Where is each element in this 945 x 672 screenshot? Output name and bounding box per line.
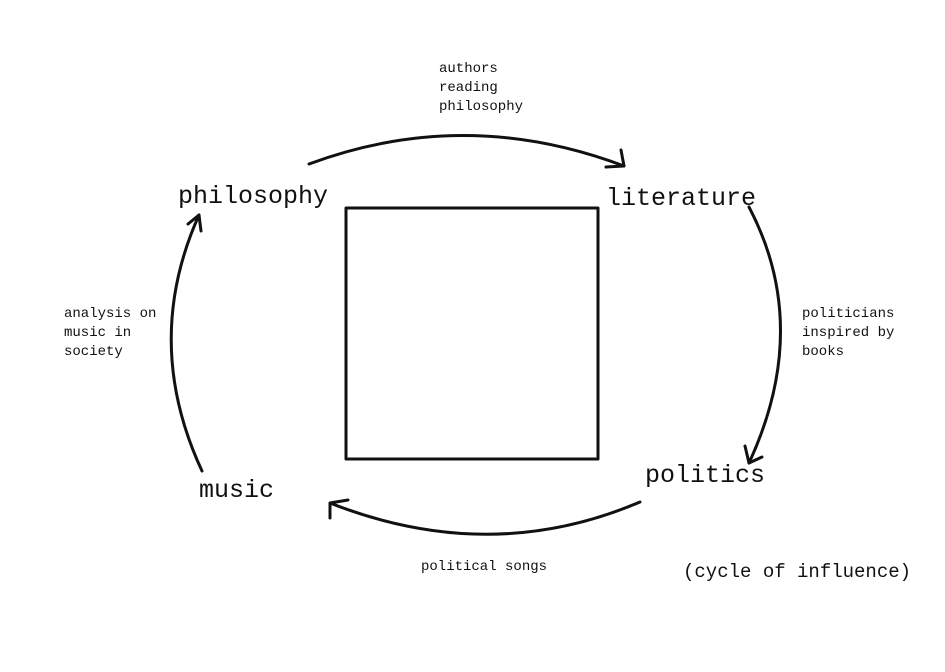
node-music: music (199, 476, 275, 505)
label-line: politicians (802, 306, 895, 322)
node-philosophy: philosophy (178, 182, 329, 211)
node-politics: politics (645, 461, 766, 490)
arrowhead-politics (743, 444, 764, 465)
label-politics-to-music: political songs (421, 558, 547, 577)
arrow-politics-to-music (328, 500, 642, 536)
diagram-caption: (cycle of influence) (683, 561, 912, 583)
label-line: society (64, 344, 123, 360)
arrow-music-to-philosophy (169, 213, 204, 473)
label-music-to-philosophy: analysis on music in society (64, 305, 156, 362)
label-literature-to-politics: politicians inspired by books (802, 305, 894, 362)
arrowhead-philosophy (186, 213, 203, 233)
arrow-philosophy-to-literature (307, 134, 626, 168)
label-line: reading (439, 80, 498, 96)
center-square (344, 206, 600, 461)
label-line: political songs (421, 559, 548, 575)
arrow-literature-to-politics (747, 205, 782, 465)
arrowhead-literature (604, 148, 626, 169)
label-line: authors (439, 61, 498, 77)
label-philosophy-to-literature: authors reading philosophy (439, 60, 523, 117)
label-line: books (802, 344, 845, 360)
label-line: philosophy (439, 99, 524, 115)
label-line: inspired by (802, 325, 895, 341)
node-literature: literature (606, 184, 757, 213)
label-line: music in (64, 325, 132, 341)
arrowhead-music (328, 498, 350, 520)
label-line: analysis on (64, 306, 157, 322)
